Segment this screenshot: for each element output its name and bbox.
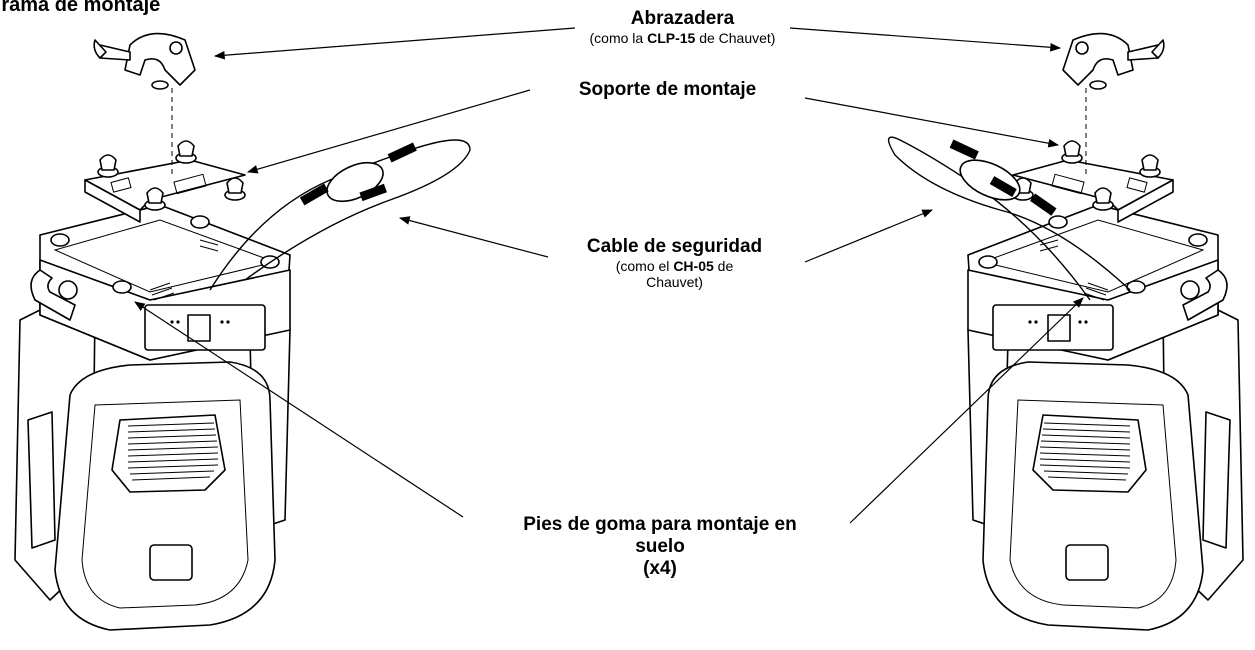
callout-lines: [134, 27, 1084, 524]
rubber-feet-label: Pies de goma para montaje en suelo (x4): [455, 514, 865, 580]
rubber-feet-line1: Pies de goma para montaje en: [523, 514, 797, 535]
safety-cable-label: Cable de seguridad (como el CH-05 de Cha…: [542, 236, 807, 290]
right-fixture-drawing: [887, 32, 1244, 631]
bracket-name: Soporte de montaje: [578, 79, 757, 100]
safety-cable-name: Cable de seguridad: [586, 236, 763, 257]
diagram-title: agrama de montaje: [0, 0, 161, 16]
left-safety-cable: [209, 139, 471, 291]
safety-cable-note-line2: Chauvet): [646, 273, 703, 290]
left-fixture-drawing: [14, 32, 471, 631]
safety-cable-note: (como el CH-05 de: [615, 257, 734, 274]
rubber-feet-line3: (x4): [643, 557, 677, 579]
clamp-label: Abrazadera (como la CLP-15 de Chauvet): [575, 8, 790, 46]
clamp-name: Abrazadera: [630, 8, 735, 29]
right-safety-cable: [887, 136, 1131, 301]
clamp-note: (como la CLP-15 de Chauvet): [589, 29, 776, 46]
rubber-feet-line2: suelo: [635, 535, 685, 557]
bracket-label: Soporte de montaje: [530, 79, 805, 101]
